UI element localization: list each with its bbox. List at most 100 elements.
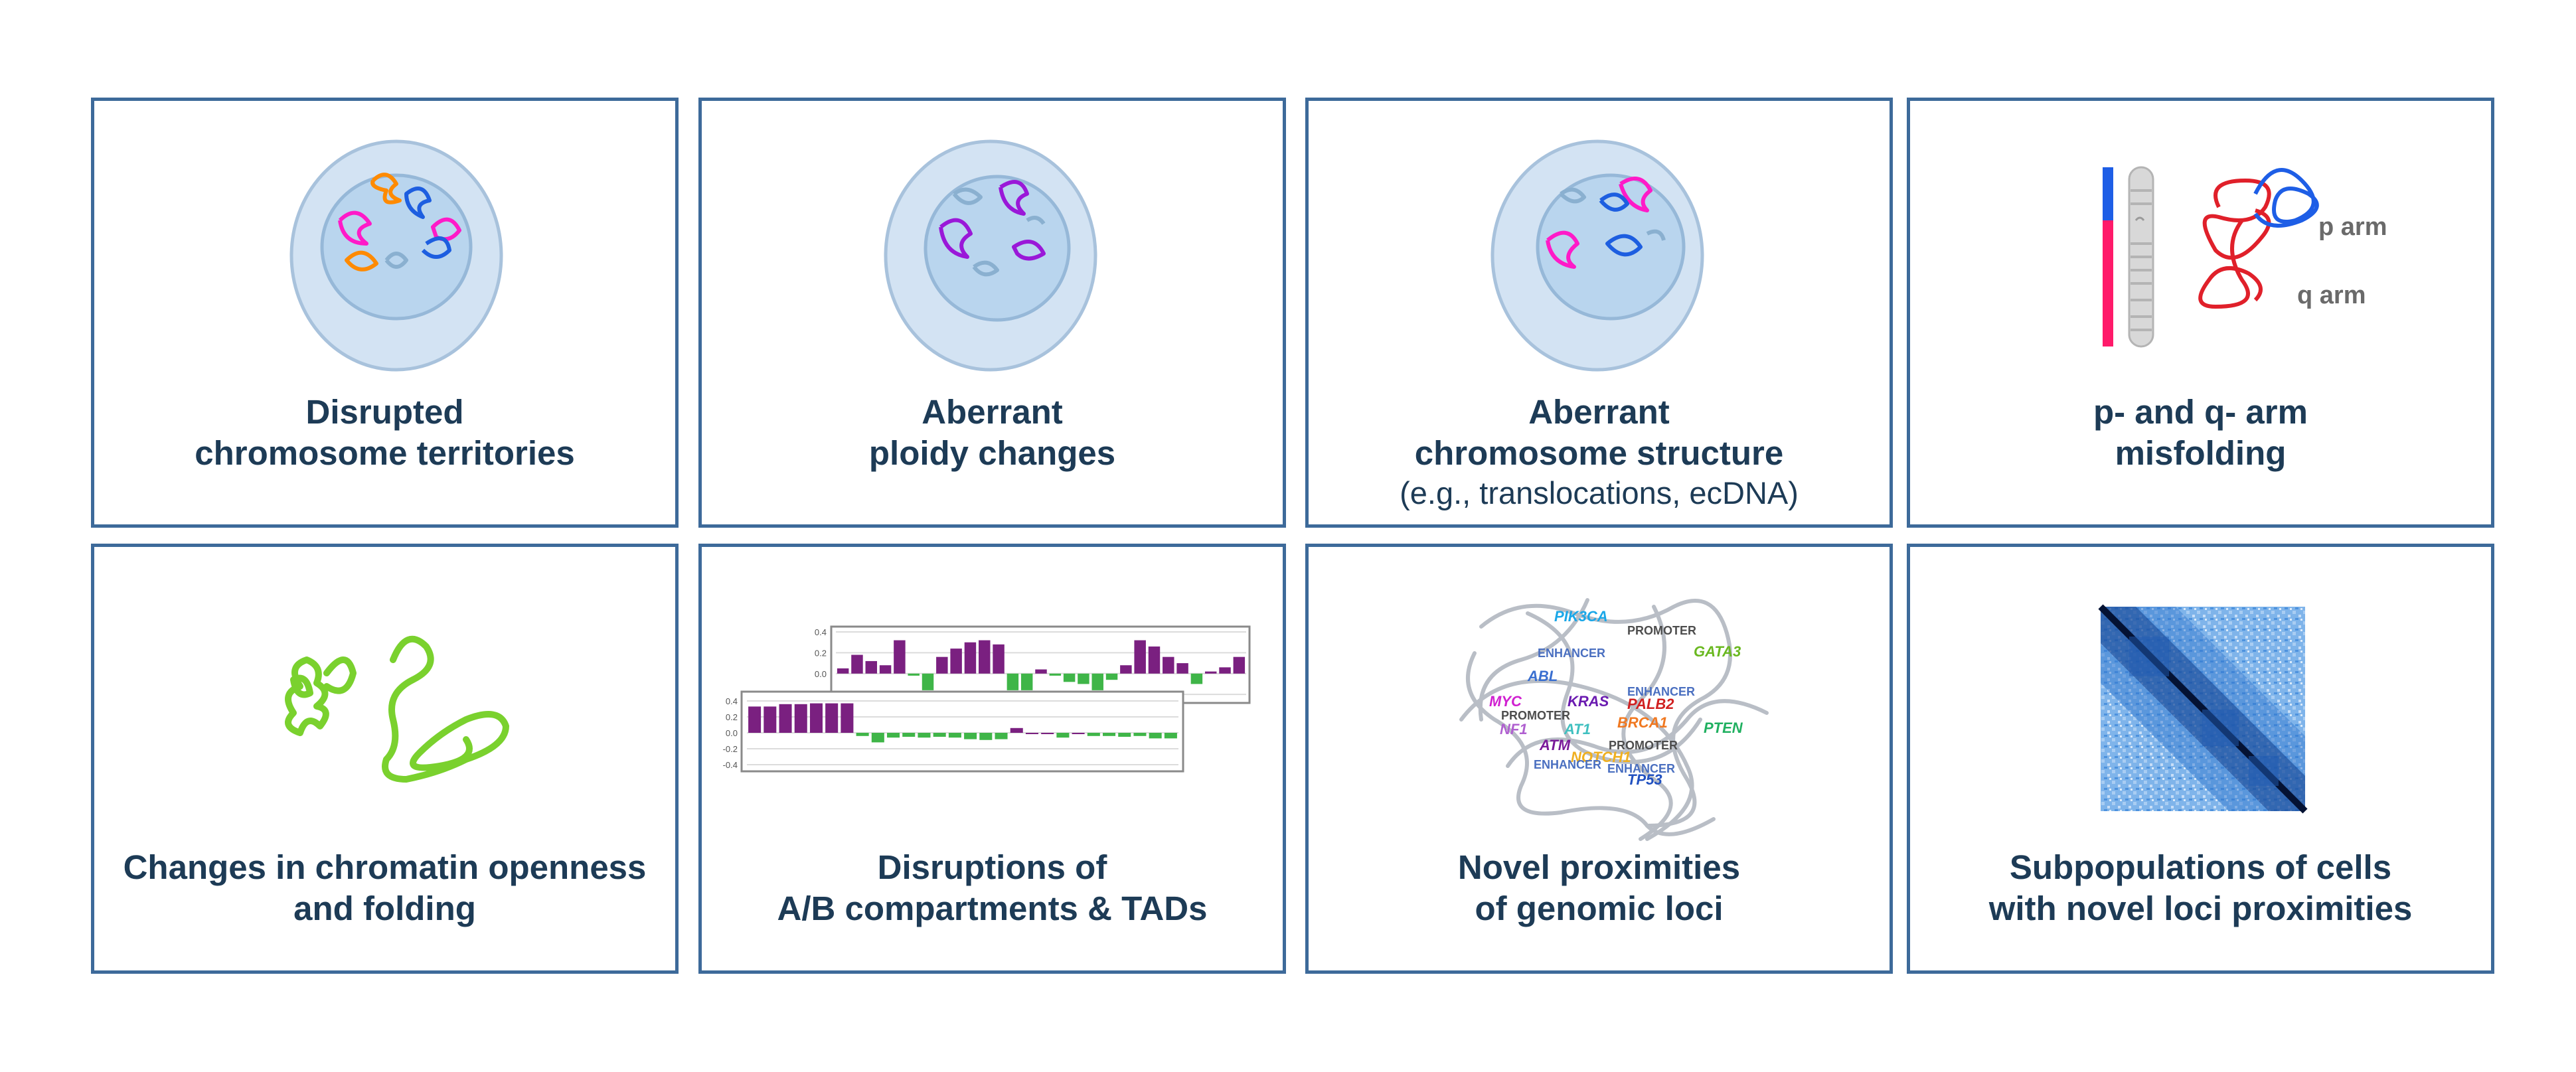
front-bar — [1072, 733, 1085, 734]
cell-nucleus-illustration — [884, 139, 1097, 372]
panel-chromatin-openness: Changes in chromatin openness and foldin… — [91, 544, 679, 974]
front-bar — [964, 733, 977, 739]
caption-line2: with novel loci proximities — [1988, 889, 2413, 927]
gene-label: PTEN — [1704, 720, 1743, 736]
front-tick-label: 0.2 — [726, 712, 738, 722]
back-bar — [865, 660, 878, 674]
gene-label: ATM — [1539, 737, 1571, 753]
back-bar — [1148, 646, 1161, 674]
back-bar — [950, 649, 962, 674]
front-bar — [1164, 733, 1177, 739]
back-bar — [1105, 673, 1118, 680]
back-bar — [1204, 671, 1217, 674]
front-chart-frame — [740, 690, 1184, 773]
front-bar — [1087, 733, 1100, 736]
front-bar — [995, 733, 1008, 739]
caption-line2: and folding — [293, 889, 476, 927]
front-bar — [825, 703, 839, 733]
front-bar — [1056, 733, 1070, 738]
front-bar — [902, 733, 916, 737]
back-bar — [993, 644, 1005, 674]
panel-ploidy-changes: Aberrant ploidy changes — [698, 98, 1286, 528]
front-bar — [871, 733, 884, 743]
back-bar — [1078, 673, 1089, 684]
contact-heatmap — [2098, 604, 2308, 814]
back-bar — [1176, 663, 1188, 674]
gene-label: MYC — [1489, 693, 1522, 710]
gene-label: PROMOTER — [1627, 624, 1696, 637]
gene-label: PALB2 — [1627, 696, 1674, 712]
chromosome-arm-illustration: p arm q arm — [2103, 166, 2387, 348]
front-bar — [1133, 733, 1147, 736]
front-bar — [809, 703, 823, 733]
back-bar — [1163, 656, 1174, 674]
back-bar — [1134, 640, 1146, 674]
caption-line2: chromosome structure — [1414, 434, 1784, 472]
caption-line1: Changes in chromatin openness — [123, 848, 647, 886]
chromatin-fiber-illustration — [285, 635, 509, 783]
back-bar — [1020, 673, 1033, 690]
back-bar — [1035, 669, 1047, 674]
gene-label: NOTCH1 — [1571, 749, 1631, 765]
gene-label: ABL — [1527, 668, 1558, 684]
front-bar — [748, 706, 762, 733]
caption-line2: of genomic loci — [1475, 889, 1724, 927]
front-bar — [948, 733, 961, 738]
gene-label: BRCA1 — [1617, 714, 1668, 731]
back-bar — [851, 654, 863, 674]
back-bar — [837, 668, 849, 674]
gene-label: NF1 — [1500, 721, 1528, 737]
cell-nucleus-illustration — [1490, 139, 1704, 372]
front-tick-label: -0.4 — [723, 760, 738, 770]
caption-line2: ploidy changes — [868, 434, 1116, 472]
panel-compartments-tads: 0.40.20.0-0.2 0.40.20.0-0.2-0.4 Disrupti… — [698, 544, 1286, 974]
front-bar — [1118, 733, 1131, 737]
front-bar — [933, 733, 946, 737]
back-bar — [1120, 665, 1132, 674]
back-bar — [1091, 673, 1103, 690]
p-arm-label: p arm — [2318, 213, 2387, 241]
back-bar — [1006, 673, 1019, 690]
back-tick-label: 0.0 — [815, 669, 827, 679]
caption-line1: Aberrant — [1528, 393, 1670, 431]
back-bar — [1190, 673, 1203, 684]
gene-label: ENHANCER — [1538, 647, 1605, 660]
compartment-chart: 0.40.20.0-0.2 0.40.20.0-0.2-0.4 — [723, 625, 1251, 773]
back-bar — [879, 665, 892, 674]
back-bar — [1233, 656, 1246, 674]
genomic-loci-cloud: PIK3CAPROMOTERGATA3ENHANCERABLENHANCERMY… — [1459, 598, 1769, 841]
caption-line1: Subpopulations of cells — [2009, 848, 2392, 886]
caption-line2: chromosome territories — [195, 434, 575, 472]
back-tick-label: 0.2 — [815, 648, 827, 658]
front-bar — [979, 733, 993, 740]
front-bar — [1103, 733, 1116, 736]
gene-label: AT1 — [1564, 721, 1591, 737]
front-bar — [1025, 733, 1038, 734]
front-bar — [1149, 733, 1162, 739]
gene-label: PIK3CA — [1554, 608, 1608, 625]
caption-line2: misfolding — [2115, 434, 2287, 472]
panel-arm-misfolding: p arm q arm p- and q- arm misfolding — [1907, 98, 2494, 528]
caption-line1: p- and q- arm — [2093, 393, 2308, 431]
caption-line1: Disruptions of — [877, 848, 1107, 886]
caption-line1: Disrupted — [305, 393, 464, 431]
gene-label: PROMOTER — [1501, 709, 1570, 722]
gene-label: ENHANCER — [1534, 758, 1601, 771]
front-tick-label: 0.4 — [726, 696, 738, 706]
gene-label: PROMOTER — [1609, 739, 1678, 752]
caption-subtitle: (e.g., translocations, ecDNA) — [1400, 475, 1799, 510]
front-bar — [794, 704, 807, 733]
caption-line2: A/B compartments & TADs — [777, 889, 1208, 927]
front-bar — [856, 733, 869, 736]
back-bar — [894, 640, 906, 674]
front-tick-label: -0.2 — [723, 744, 738, 754]
gene-label: ENHANCER — [1627, 685, 1695, 698]
front-bar — [918, 733, 931, 738]
gene-label: TP53 — [1627, 771, 1662, 788]
gene-label: KRAS — [1568, 693, 1609, 710]
front-bar — [841, 703, 854, 733]
panel-chromosome-structure: Aberrant chromosome structure (e.g., tra… — [1305, 98, 1893, 528]
front-bar — [1041, 733, 1054, 734]
back-tick-label: 0.4 — [815, 627, 827, 637]
back-bar — [1049, 673, 1062, 676]
